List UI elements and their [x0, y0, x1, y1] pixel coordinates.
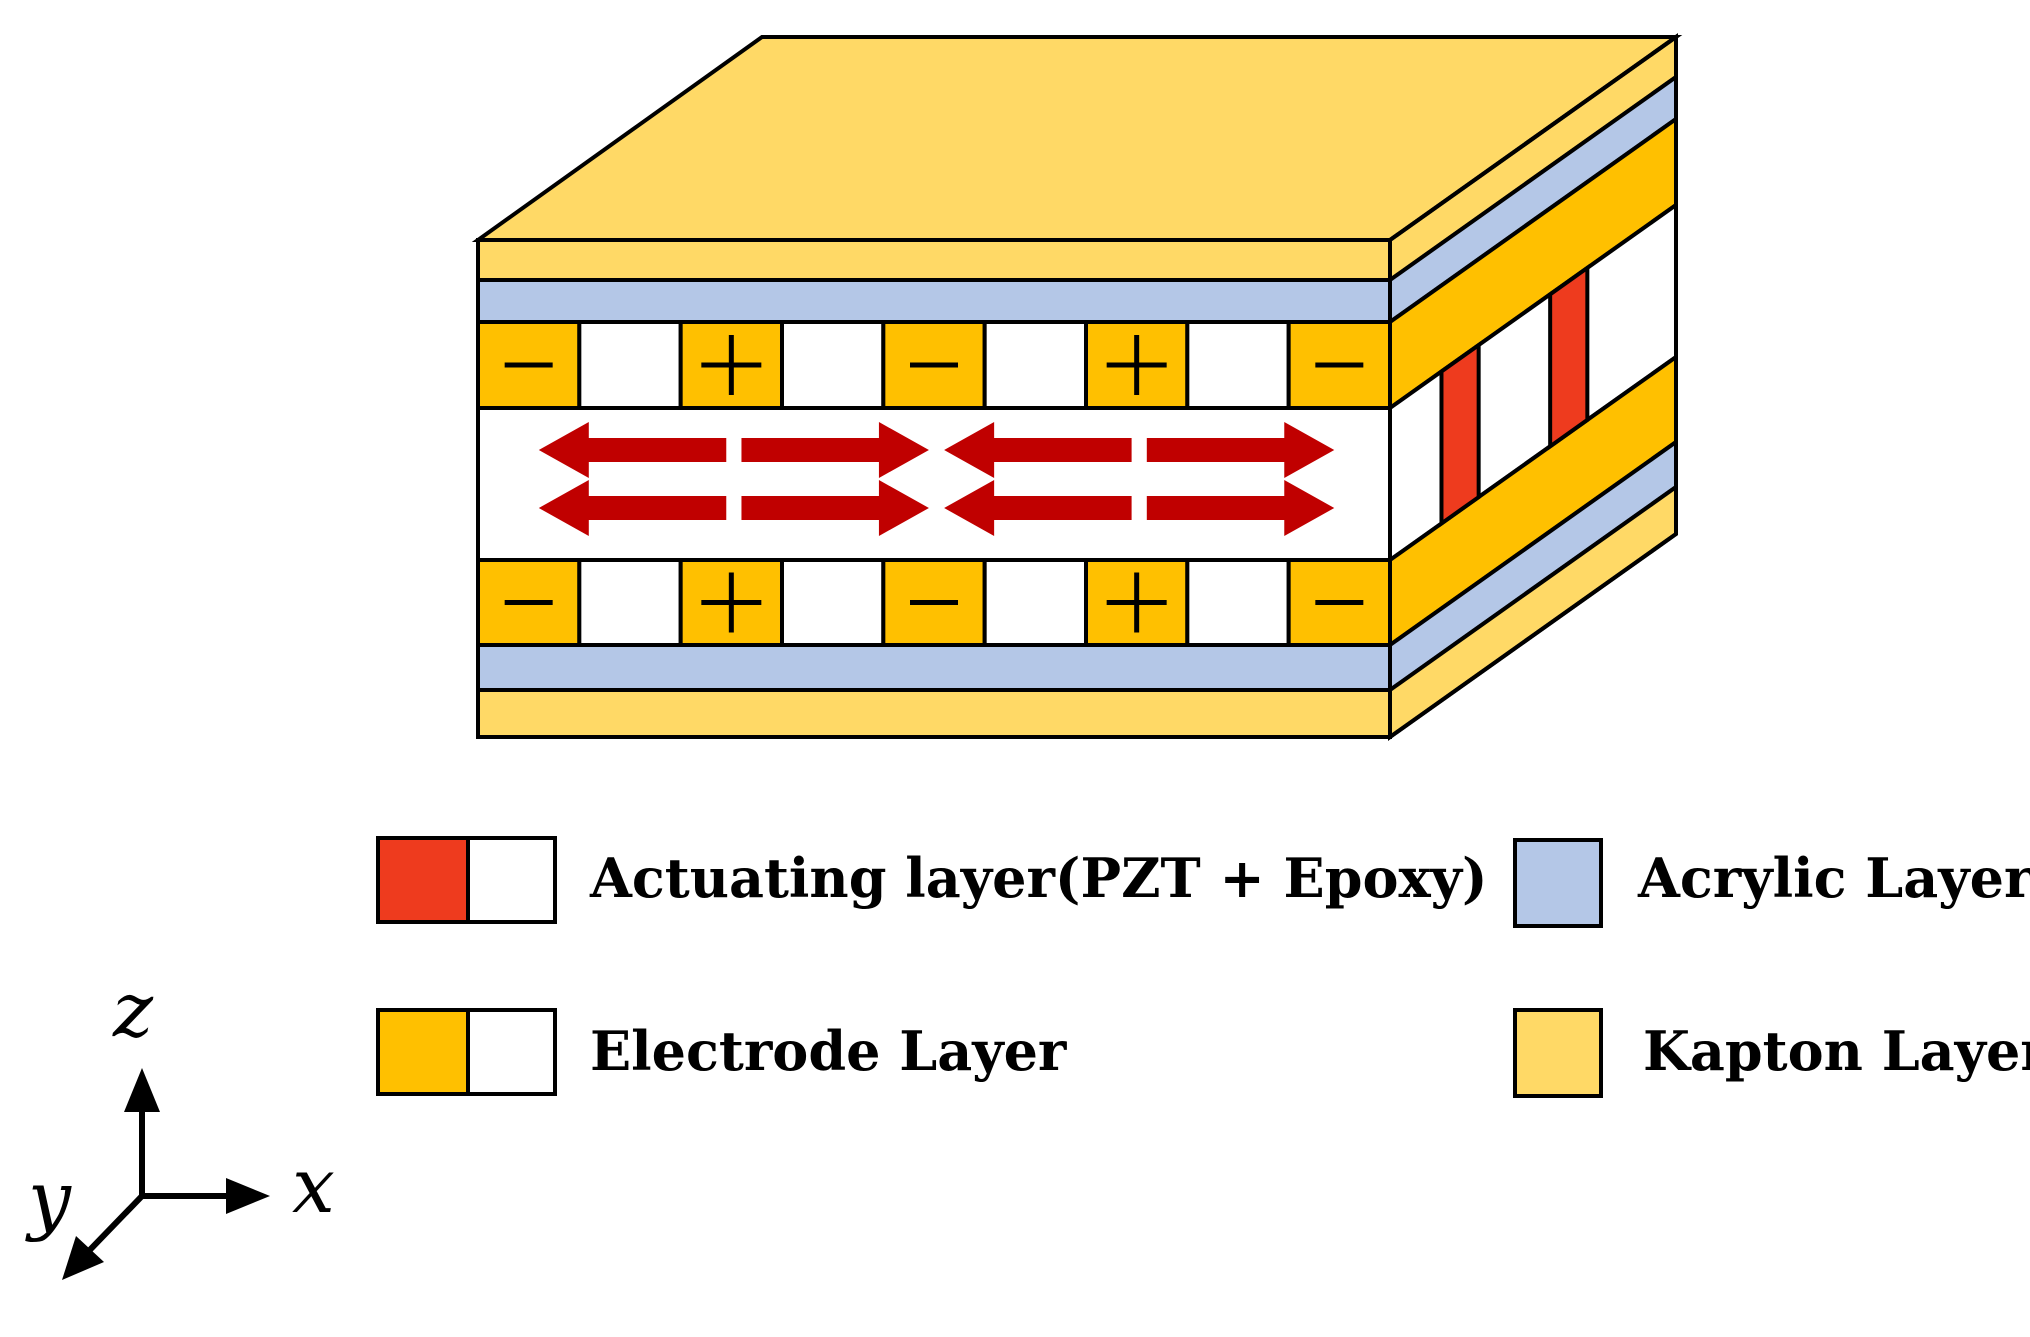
- side-pzt-fiber: [1439, 341, 1481, 528]
- y-axis-arrowhead: [62, 1236, 104, 1280]
- electrode-gap: [982, 320, 1089, 410]
- legend-swatch-epoxy: [466, 836, 557, 924]
- z-axis-arrowhead: [124, 1068, 160, 1112]
- legend-label-electrode: Electrode Layer: [590, 1019, 1067, 1083]
- front-acrylic-bottom: [476, 643, 1392, 692]
- front-kapton-bottom: [476, 688, 1392, 739]
- legend: Actuating layer(PZT + Epoxy) Acrylic Lay…: [376, 836, 2030, 1098]
- front-acrylic-top: [476, 278, 1392, 324]
- top-electrode-row: [476, 320, 1392, 410]
- electrode-gap: [577, 558, 683, 647]
- field-arrow-left: [944, 480, 1132, 536]
- legend-label-acrylic: Acrylic Layer: [1637, 846, 2030, 910]
- field-arrow-left: [944, 422, 1132, 478]
- x-axis-arrowhead: [226, 1178, 270, 1214]
- front-actuating: [476, 406, 1392, 562]
- electrode-gap: [780, 558, 886, 647]
- field-arrow-right: [741, 480, 929, 536]
- legend-swatch-kapton: [1513, 1008, 1603, 1098]
- legend-label-actuating: Actuating layer(PZT + Epoxy): [589, 846, 1488, 910]
- legend-swatch-acrylic: [1513, 838, 1603, 928]
- field-arrows: [538, 422, 1335, 536]
- electrode-gap: [780, 320, 886, 410]
- legend-swatch-electrode-gap: [466, 1008, 557, 1096]
- legend-label-kapton: Kapton Layer: [1643, 1019, 2030, 1083]
- z-axis-label: z: [112, 965, 154, 1054]
- y-axis-line: [81, 1193, 145, 1259]
- field-arrow-left: [538, 422, 727, 478]
- legend-swatch-pzt: [376, 836, 470, 924]
- bottom-electrode-row: [476, 558, 1392, 647]
- coordinate-axes: z x y: [25, 965, 335, 1280]
- legend-item-acrylic: Acrylic Layer: [1513, 838, 2030, 928]
- x-axis-label: x: [292, 1141, 335, 1230]
- legend-item-kapton: Kapton Layer: [1513, 1008, 2030, 1098]
- field-arrow-left: [538, 480, 727, 536]
- legend-item-electrode: Electrode Layer: [376, 1008, 1067, 1096]
- field-arrow-right: [1146, 422, 1335, 478]
- front-face: [476, 238, 1392, 739]
- electrode-gap: [1185, 320, 1291, 410]
- legend-item-actuating: Actuating layer(PZT + Epoxy): [376, 836, 1488, 924]
- y-axis-label: y: [25, 1154, 72, 1243]
- front-kapton-top: [476, 238, 1392, 282]
- field-arrow-right: [741, 422, 929, 478]
- side-pzt-fiber: [1548, 264, 1590, 451]
- field-arrow-right: [1146, 480, 1335, 536]
- electrode-gap: [1185, 558, 1291, 647]
- legend-swatch-electrode: [376, 1008, 470, 1096]
- electrode-gap: [982, 558, 1089, 647]
- electrode-gap: [577, 320, 683, 410]
